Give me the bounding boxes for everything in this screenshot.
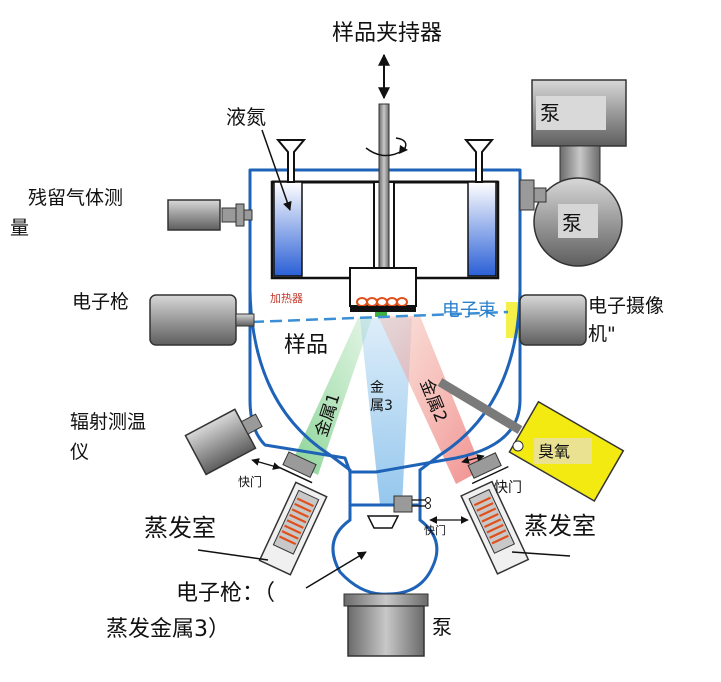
ozone-valve (512, 440, 524, 452)
egun-bottom-pointer (305, 551, 367, 589)
label-camera-line2: 机" (588, 323, 616, 345)
rotation-arrow-head (399, 145, 408, 154)
pump-side-connector (533, 187, 547, 203)
evap-left-pointer (197, 549, 269, 561)
rga-flange (235, 203, 245, 227)
ln2-pointer (261, 129, 292, 211)
shutter-center-knob1 (425, 497, 431, 503)
label-metal3-line1: 金 (370, 380, 384, 396)
label-pump-top: 泵 (540, 101, 560, 125)
label-heater: 加热器 (270, 292, 303, 305)
label-electron-gun: 电子枪 (72, 291, 129, 313)
electron-gun-nozzle (235, 313, 255, 327)
ln2-tank-left (273, 181, 303, 277)
label-ozone: 臭氧 (538, 442, 570, 461)
effusion-cell-right (460, 480, 530, 575)
sample-holder-rod (378, 103, 390, 285)
label-pyrometer-line1: 辐射测温 (70, 411, 146, 433)
rga-port (243, 209, 253, 221)
label-evap-left: 蒸发室 (144, 514, 216, 542)
label-pyrometer-line2: 仪 (70, 441, 89, 463)
label-evap-right: 蒸发室 (524, 512, 596, 540)
label-rga-line2: 量 (10, 217, 29, 239)
label-pump-side: 泵 (562, 211, 582, 235)
label-camera-line1: 电子摄像 (588, 295, 664, 317)
label-rga-line1: 残留气体测 (28, 187, 123, 209)
pump-bottom-flange (343, 593, 429, 607)
label-metal3-line2: 属3 (370, 398, 393, 414)
evap-right-pointer (511, 551, 571, 557)
beam-metal1 (292, 318, 372, 475)
sample-plate (350, 306, 416, 312)
label-sample-holder: 样品夹持器 (332, 21, 442, 46)
pump-bottom (347, 605, 425, 657)
ln2-funnel-right (463, 139, 495, 183)
label-pump-bottom: 泵 (432, 615, 452, 639)
ln2-tank-right (467, 181, 497, 277)
beam-metal3 (360, 318, 412, 505)
sample-piece (375, 312, 387, 317)
shutter-right-arrow (461, 454, 485, 464)
ozone-label-bg (534, 438, 592, 464)
shutter-center (393, 495, 413, 513)
shutter-left-arrow (251, 458, 281, 470)
pump-top-label-bg (536, 96, 606, 130)
rga-box (167, 199, 221, 231)
label-shutter-center: 快门 (424, 523, 446, 537)
ozone-pipe (437, 378, 523, 434)
electron-beam-line (251, 310, 509, 324)
effusion-cell-left (258, 481, 328, 576)
pump-neck (559, 145, 601, 183)
rga-connector (221, 207, 237, 223)
label-metal1: 金属1 (312, 391, 345, 440)
ln2-funnel-left (275, 139, 307, 183)
label-sample: 样品 (284, 333, 328, 358)
shutter-left (275, 451, 317, 484)
label-egun-bottom-line2: 蒸发金属3） (106, 617, 230, 642)
shutter-center-knob2 (425, 503, 431, 509)
electron-camera (519, 294, 587, 346)
label-shutter-right: 快门 (494, 480, 522, 496)
label-electron-beam: 电子束 (442, 300, 496, 321)
label-egun-bottom-line1: 电子枪：（ (176, 581, 275, 606)
pyrometer (184, 408, 263, 476)
label-shutter-left: 快门 (238, 474, 262, 489)
pump-side-flange (519, 179, 535, 211)
electron-gun-left (149, 294, 237, 346)
crucible (366, 515, 400, 529)
label-liquid-nitrogen: 液氮 (226, 105, 266, 129)
pump-side-label-bg (558, 204, 598, 238)
